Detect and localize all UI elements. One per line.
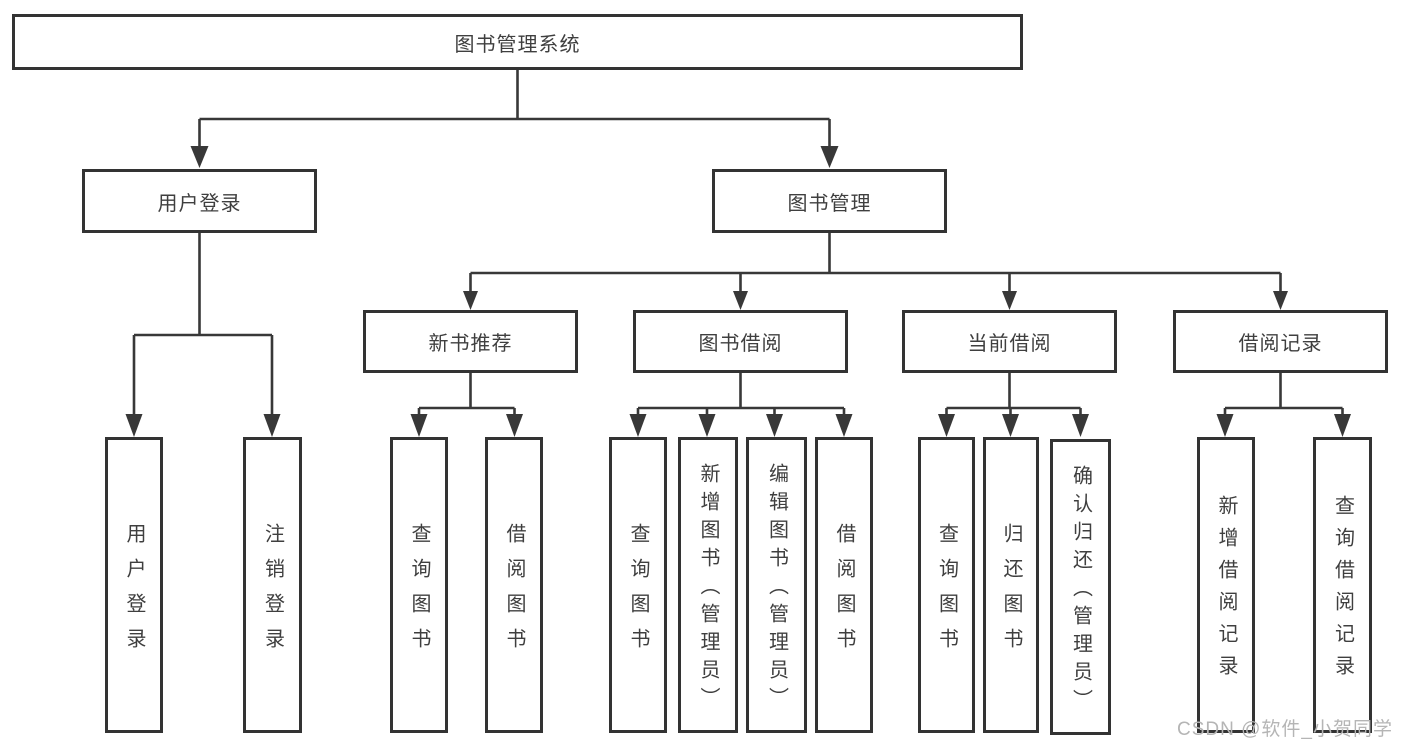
connector-new-books — [417, 373, 516, 415]
node-label: 用户登录 — [123, 522, 145, 663]
node-book-management: 图书管理 — [712, 169, 947, 233]
node-label: 当前借阅 — [967, 333, 1052, 355]
connector-book-borrow — [636, 373, 846, 415]
leaf-borrow-add-books-admin: 新增图书（管理员） — [678, 437, 738, 733]
connector-user-login — [132, 233, 274, 415]
node-library-system: 图书管理系统 — [12, 14, 1023, 70]
watermark: CSDN @软件_小贺同学 — [1177, 719, 1393, 740]
node-label: 借阅图书 — [833, 522, 855, 663]
leaf-newbooks-borrow-books: 借阅图书 — [485, 437, 543, 733]
node-label: 用户登录 — [157, 192, 242, 215]
leaf-logout: 注销登录 — [243, 437, 302, 733]
node-label: 图书管理 — [787, 192, 872, 215]
leaf-records-query-record: 查询借阅记录 — [1313, 437, 1372, 733]
node-borrowing-records: 借阅记录 — [1173, 310, 1388, 373]
leaf-borrow-borrow-books: 借阅图书 — [815, 437, 873, 733]
node-label: 新书推荐 — [428, 333, 513, 355]
leaf-records-add-record: 新增借阅记录 — [1197, 437, 1255, 733]
leaf-current-return-books: 归还图书 — [983, 437, 1039, 733]
leaf-current-confirm-return-admin: 确认归还（管理员） — [1050, 439, 1111, 735]
connector-book-management — [469, 233, 1282, 293]
leaf-borrow-query-books: 查询图书 — [609, 437, 667, 733]
node-label: 新增图书（管理员） — [697, 463, 719, 715]
node-book-borrowing: 图书借阅 — [633, 310, 848, 373]
node-label: 查询图书 — [935, 522, 958, 663]
leaf-newbooks-query-books: 查询图书 — [390, 437, 448, 733]
node-user-login: 用户登录 — [82, 169, 317, 233]
node-label: 借阅记录 — [1238, 333, 1323, 355]
node-label: 图书管理系统 — [454, 33, 581, 56]
leaf-user-login: 用户登录 — [105, 437, 163, 733]
node-label: 归还图书 — [1000, 522, 1022, 663]
connector-root — [198, 70, 831, 148]
node-label: 编辑图书（管理员） — [765, 463, 788, 715]
arrowheads — [125, 146, 1351, 437]
connector-current-borrow — [945, 373, 1082, 415]
node-label: 查询图书 — [627, 522, 649, 663]
connector-borrow-records — [1223, 373, 1344, 415]
node-current-borrowing: 当前借阅 — [902, 310, 1117, 373]
leaf-current-query-books: 查询图书 — [918, 437, 975, 733]
leaf-borrow-edit-books-admin: 编辑图书（管理员） — [746, 437, 807, 733]
node-label: 图书借阅 — [698, 333, 783, 355]
node-label: 查询借阅记录 — [1331, 495, 1354, 687]
node-label: 借阅图书 — [503, 522, 525, 663]
node-label: 注销登录 — [261, 522, 284, 663]
node-new-book-recommend: 新书推荐 — [363, 310, 578, 373]
node-label: 新增借阅记录 — [1215, 495, 1237, 687]
node-label: 确认归还（管理员） — [1069, 465, 1092, 717]
node-label: 查询图书 — [408, 522, 430, 663]
